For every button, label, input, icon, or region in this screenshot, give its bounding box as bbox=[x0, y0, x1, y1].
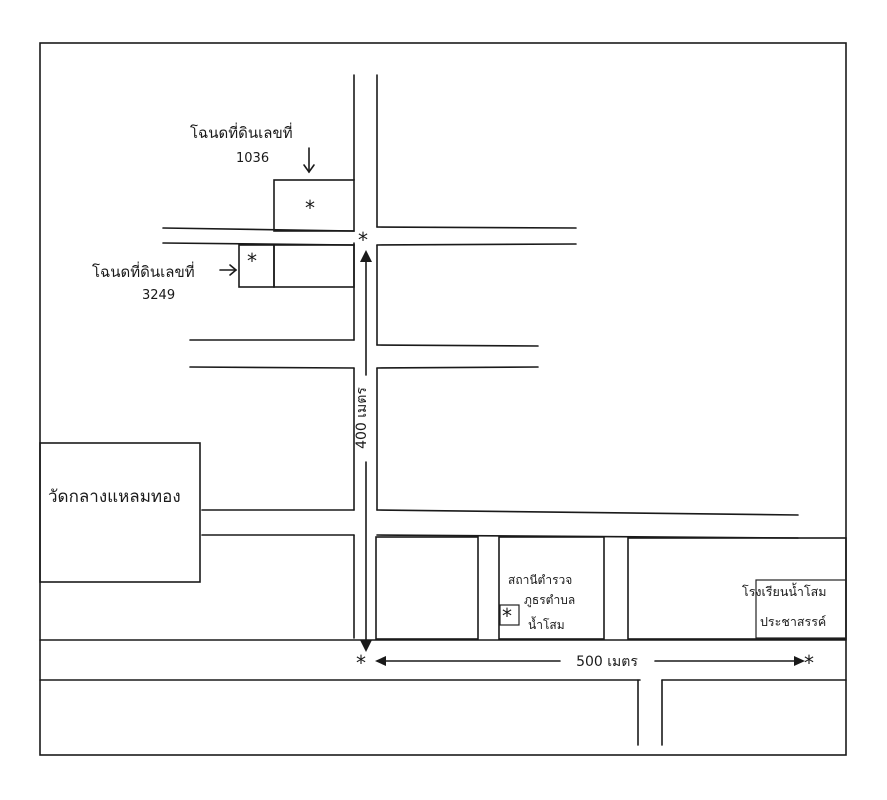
deed-1036-label: โฉนดที่ดินเลขที่ bbox=[190, 122, 293, 142]
land-plot-1036: * bbox=[273, 179, 355, 232]
vertical-distance-annotation: * 400 เมตร bbox=[354, 228, 372, 652]
distance-vertical-label: 400 เมตร bbox=[354, 387, 370, 449]
block-police bbox=[498, 536, 605, 640]
third-cross-road bbox=[201, 509, 799, 539]
school-label-line2: ประชาสรรค์ bbox=[760, 614, 826, 629]
block-center bbox=[375, 536, 479, 640]
arrow-left-icon bbox=[375, 656, 386, 666]
police-label-line3: น้ำโสม bbox=[528, 616, 565, 632]
location-marker-police: * bbox=[502, 604, 512, 628]
map-frame bbox=[39, 42, 847, 756]
deed-3249-annotation: โฉนดที่ดินเลขที่ 3249 bbox=[92, 261, 238, 303]
arrow-right-icon bbox=[794, 656, 805, 666]
temple-label: วัดกลางแหลมทอง bbox=[48, 487, 181, 507]
distance-horizontal-label: 500 เมตร bbox=[576, 654, 638, 670]
horizontal-distance-annotation: * * 500 เมตร bbox=[356, 651, 814, 675]
arrow-down-icon bbox=[303, 147, 315, 174]
distance-start-marker: * bbox=[358, 228, 368, 252]
arrow-up-icon bbox=[360, 250, 372, 262]
upper-cross-road bbox=[162, 226, 577, 246]
second-cross-road bbox=[189, 339, 539, 369]
police-station: * สถานีตำรวจ ภูธรตำบล น้ำโสม bbox=[499, 573, 575, 632]
arrow-down-icon bbox=[360, 640, 372, 652]
location-marker-1036: * bbox=[305, 196, 315, 220]
police-label-line2: ภูธรตำบล bbox=[524, 593, 575, 608]
arrow-right-icon bbox=[219, 264, 238, 276]
police-label-line1: สถานีตำรวจ bbox=[508, 573, 572, 587]
school: โรงเรียนน้ำโสม ประชาสรรค์ bbox=[742, 579, 847, 639]
bottom-main-road bbox=[39, 639, 847, 746]
deed-3249-label: โฉนดที่ดินเลขที่ bbox=[92, 261, 195, 281]
temple-block: วัดกลางแหลมทอง bbox=[39, 442, 201, 583]
deed-1036-annotation: โฉนดที่ดินเลขที่ 1036 bbox=[190, 122, 315, 174]
deed-3249-number: 3249 bbox=[142, 288, 175, 303]
distance-end-marker: * bbox=[804, 651, 814, 675]
deed-1036-number: 1036 bbox=[236, 151, 269, 166]
land-plot-3249: * bbox=[238, 244, 355, 288]
location-marker-3249: * bbox=[247, 249, 257, 273]
school-label-line1: โรงเรียนน้ำโสม bbox=[742, 582, 827, 599]
distance-corner-marker: * bbox=[356, 651, 366, 675]
